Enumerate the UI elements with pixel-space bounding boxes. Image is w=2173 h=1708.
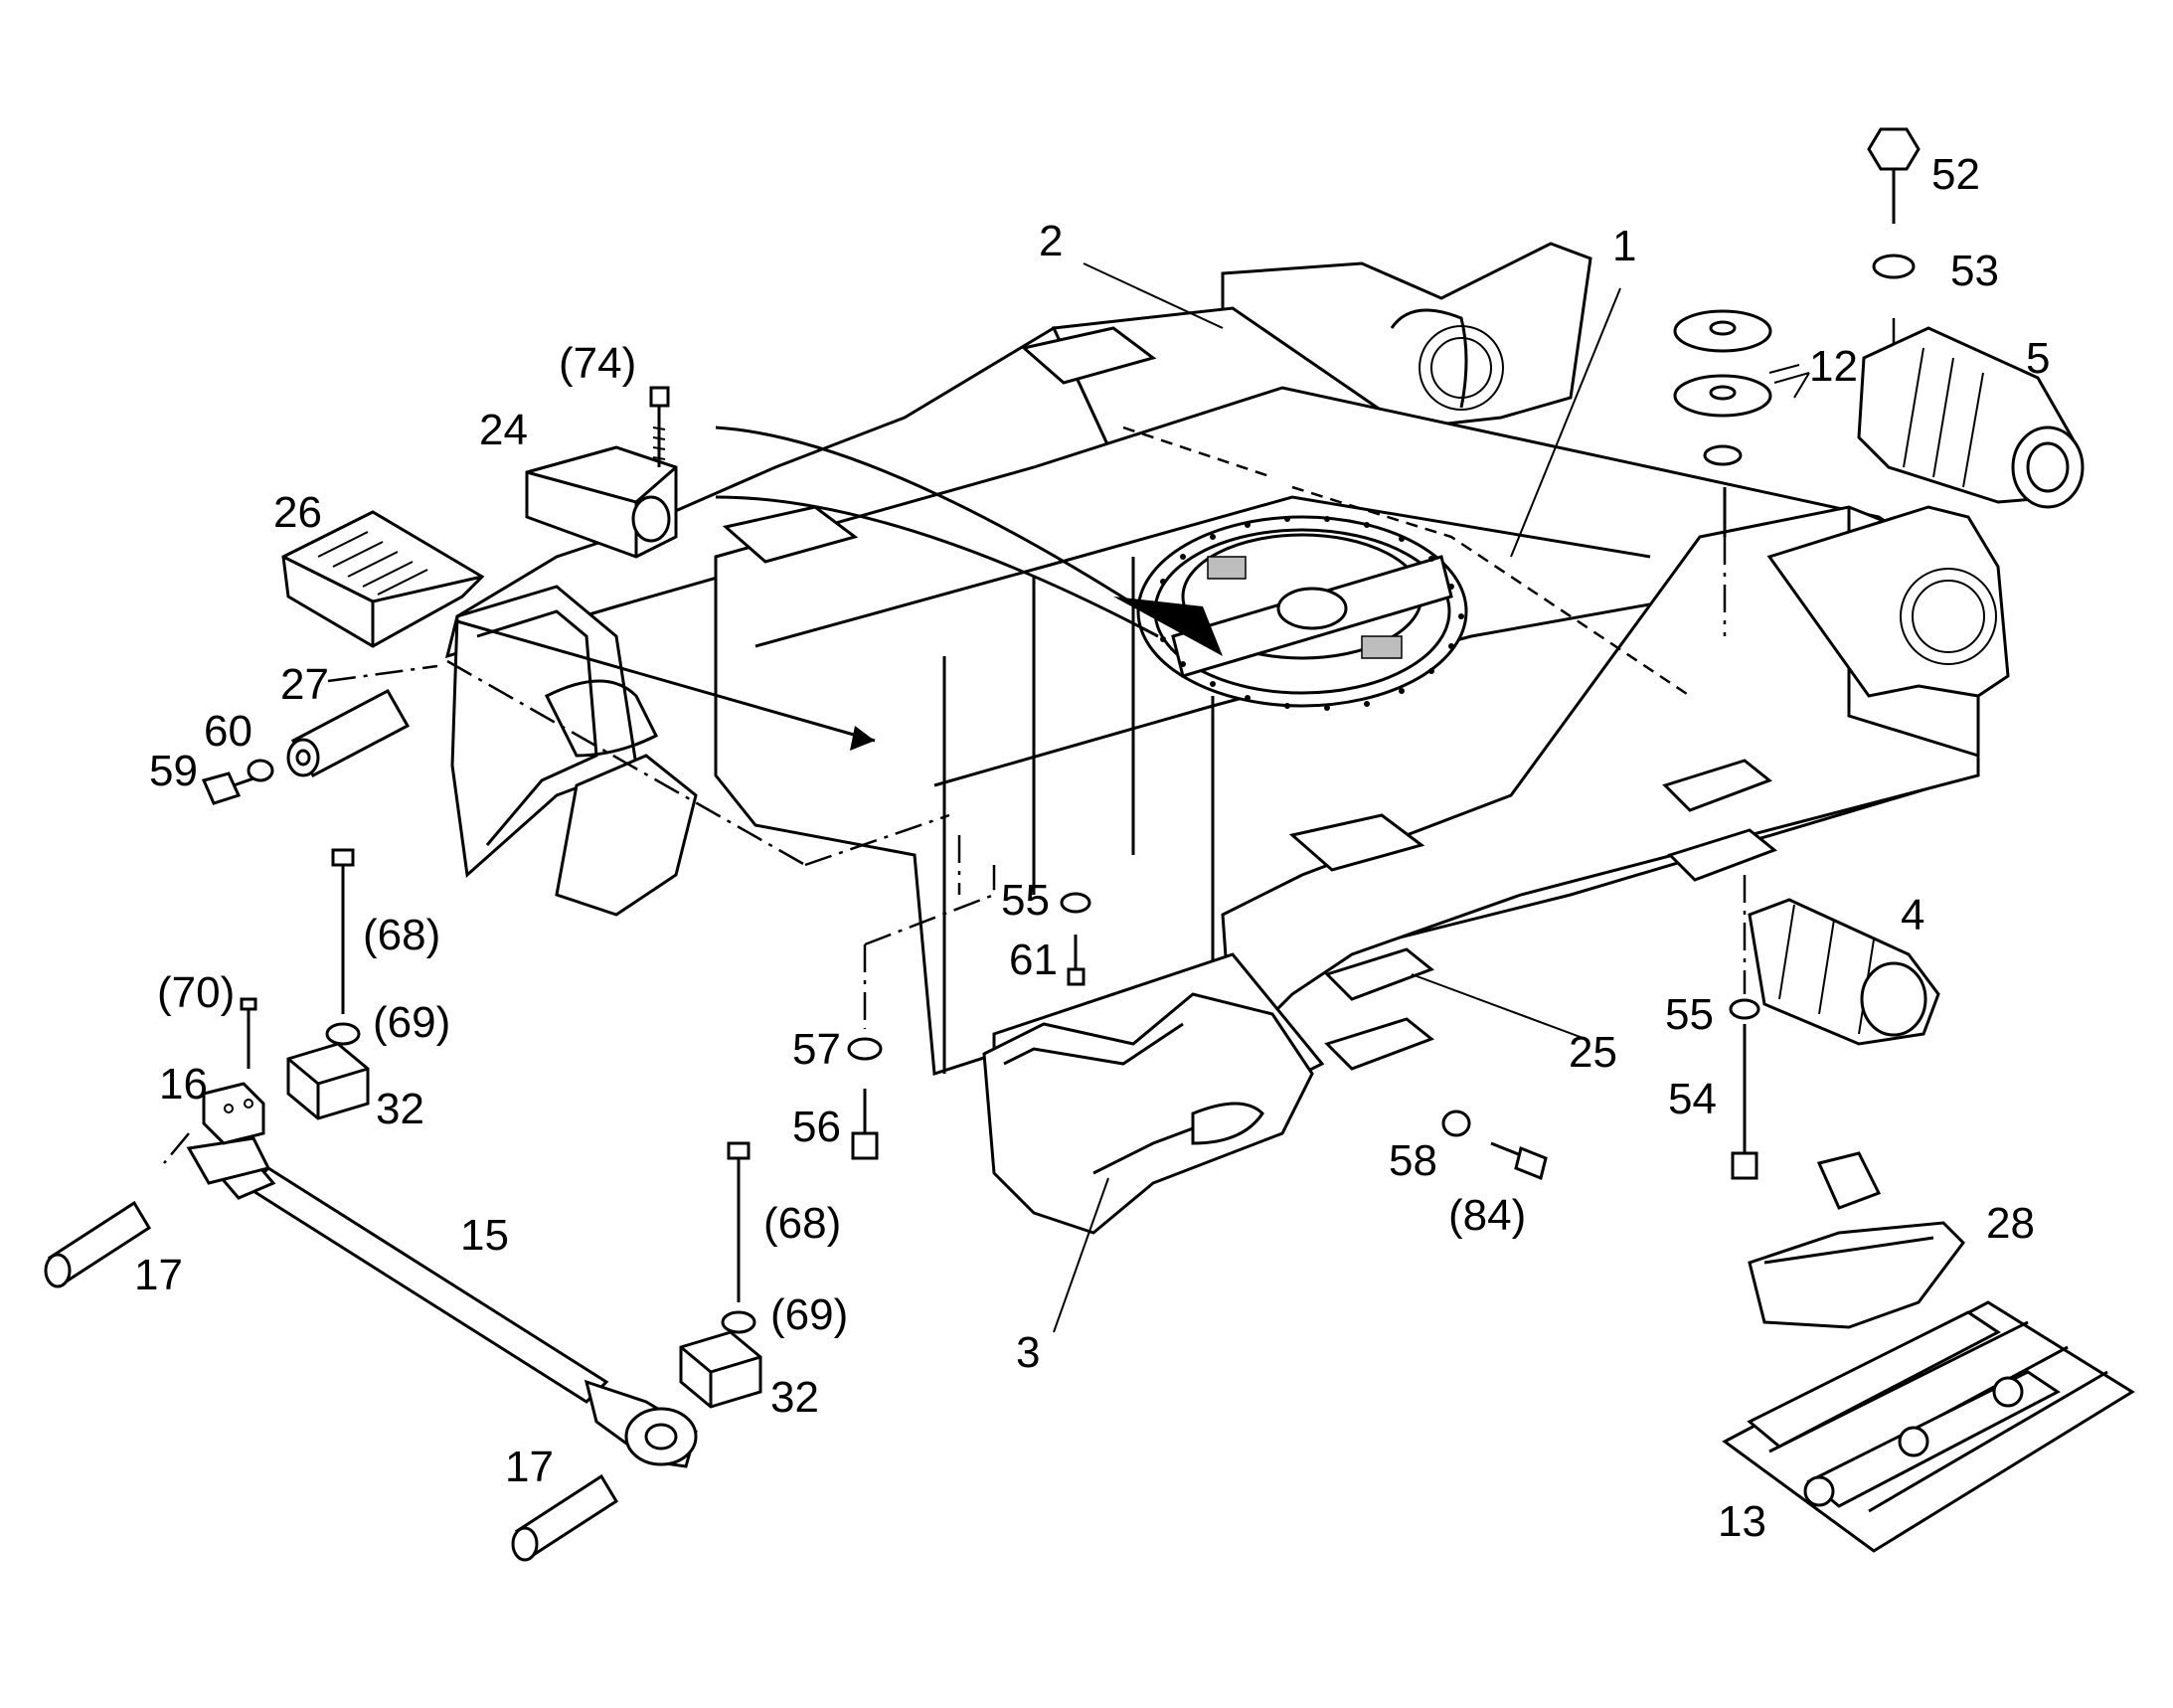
part-15-cylinder: [44, 997, 698, 1562]
callout-16: 16: [159, 1060, 208, 1109]
part-4-track-roller: [1729, 898, 1940, 1180]
callout-26: 26: [273, 488, 322, 537]
callout-17-left: 17: [134, 1251, 183, 1299]
bolt-set-58-84: [1441, 1110, 1548, 1181]
callout-53: 53: [1950, 247, 1999, 295]
callout-25: 25: [1569, 1028, 1617, 1077]
callout-5: 5: [2026, 334, 2050, 383]
callout-54: 54: [1668, 1075, 1717, 1123]
callout-69-lower: (69): [770, 1290, 848, 1339]
callout-55-right: 55: [1665, 990, 1714, 1039]
callout-68-upper: (68): [363, 911, 440, 959]
undercarriage-frame: [444, 242, 2010, 1235]
assembly-guide-lines: [163, 262, 1896, 1333]
callout-32-upper: 32: [376, 1085, 424, 1133]
ring-bolt-holes: [1150, 516, 1464, 711]
callout-4: 4: [1901, 891, 1924, 939]
pin-assembly-27-59-60: [201, 688, 411, 805]
callout-1: 1: [1612, 222, 1636, 270]
callout-59: 59: [149, 747, 198, 795]
callout-57: 57: [792, 1025, 841, 1074]
callout-74: (74): [559, 339, 636, 388]
part-13-track-chain: [1722, 1300, 2135, 1553]
bolt-set-55-61: [1060, 892, 1091, 986]
callout-labels: 1 2 3 4 5 12 13 15 16 17 17 24 25 26 27 …: [134, 150, 2050, 1546]
callout-3: 3: [1016, 1328, 1040, 1377]
bolt-set-68-69-32-lower: [679, 1141, 762, 1409]
part-24-block: [525, 386, 678, 559]
callout-12: 12: [1809, 342, 1858, 391]
callout-84: (84): [1448, 1191, 1526, 1240]
callout-17-bottom: 17: [505, 1443, 554, 1491]
callout-56: 56: [792, 1103, 841, 1151]
part-5-carrier-roller: [1857, 127, 2085, 509]
callout-60: 60: [204, 707, 252, 756]
part-12-discs: [1673, 309, 1772, 537]
callout-58: 58: [1389, 1136, 1437, 1185]
callout-69-upper: (69): [373, 998, 450, 1047]
bolt-set-57-56: [847, 1037, 883, 1160]
label-leaders: [1768, 364, 1800, 374]
callout-13: 13: [1718, 1497, 1766, 1546]
callout-24: 24: [479, 406, 528, 454]
part-26-shoe-plate: [281, 510, 485, 648]
callout-32-lower: 32: [770, 1373, 819, 1422]
callout-55-center: 55: [1001, 876, 1050, 925]
callout-70: (70): [157, 968, 235, 1017]
callout-52: 52: [1931, 150, 1980, 199]
callout-27: 27: [280, 660, 329, 709]
callout-2: 2: [1039, 217, 1063, 265]
callout-28: 28: [1986, 1199, 2035, 1248]
part-28-track-guard: [1748, 1151, 1965, 1329]
callout-61: 61: [1009, 936, 1058, 984]
bolt-set-68-69-32-upper: [286, 848, 370, 1120]
callout-15: 15: [460, 1211, 509, 1260]
callout-68-lower: (68): [763, 1199, 841, 1248]
